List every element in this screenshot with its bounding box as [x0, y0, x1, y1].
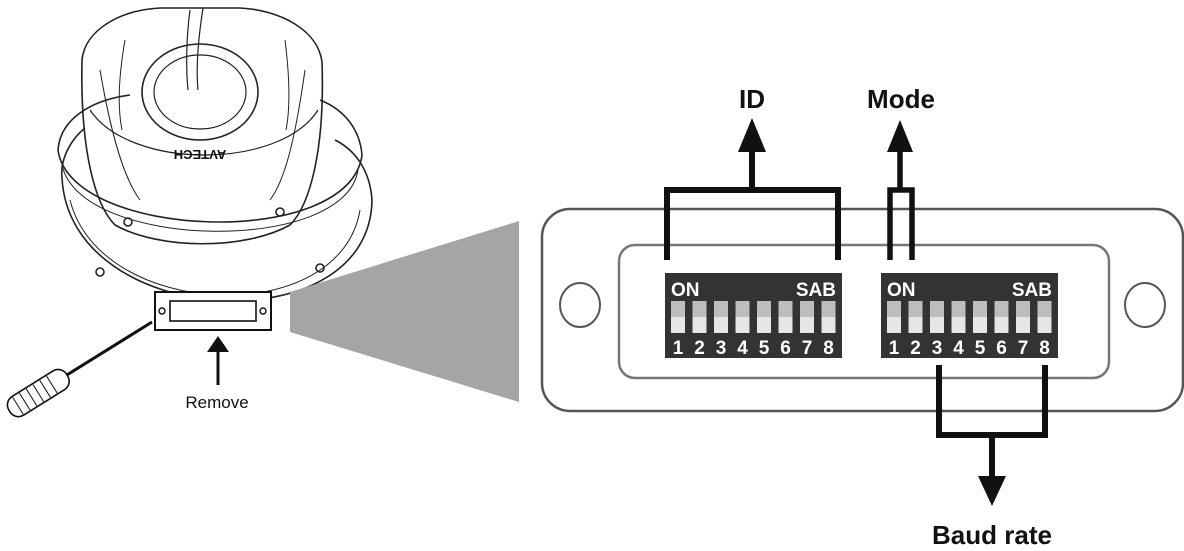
bank-2-side-label: SAB [1012, 280, 1052, 301]
id-arrow-icon [738, 118, 766, 152]
baud-rate-bracket [936, 365, 1048, 478]
switch-number-label: 7 [1018, 338, 1029, 359]
switch-number-label: 3 [716, 338, 727, 359]
bank-1-on-label: ON [671, 280, 700, 301]
switch-number-label: 6 [996, 338, 1007, 359]
dip-switch-lever [671, 317, 685, 333]
bank-1-side-label: SAB [796, 280, 836, 301]
dip-switch-lever [908, 317, 923, 333]
screwdriver-icon [6, 320, 153, 418]
switch-number-label: 5 [975, 338, 986, 359]
mode-label: Mode [867, 84, 935, 114]
dip-switch-lever [1037, 317, 1052, 333]
id-label: ID [739, 84, 765, 114]
bank-1-switch-slots [671, 301, 836, 333]
dip-switch-lever [692, 317, 707, 333]
remove-arrow-icon [207, 336, 229, 385]
switch-number-label: 1 [889, 338, 900, 359]
plate-mount-hole-right [1124, 282, 1166, 328]
zoom-callout-wedge [290, 221, 519, 402]
dip-switch-lever [994, 317, 1009, 333]
switch-number-label: 4 [953, 338, 964, 359]
mode-bracket [887, 150, 915, 260]
switch-number-label: 8 [823, 338, 834, 359]
dip-switch-lever [778, 317, 793, 333]
dip-switch-lever [757, 317, 771, 333]
switch-number-label: 4 [737, 338, 748, 359]
switch-number-label: 5 [759, 338, 770, 359]
mode-arrow-icon [887, 120, 913, 152]
switch-number-label: 1 [673, 338, 684, 359]
switch-number-label: 6 [780, 338, 791, 359]
dome-camera-illustration [57, 7, 373, 302]
dip-switch-lever [951, 317, 966, 333]
bank-2-on-label: ON [887, 280, 916, 301]
switch-number-label: 3 [932, 338, 943, 359]
switch-number-label: 2 [910, 338, 921, 359]
plate-mount-hole-left [559, 282, 601, 328]
camera-connector-cover [154, 291, 272, 331]
dip-switch-lever [735, 317, 750, 333]
id-bracket [664, 150, 841, 260]
dip-switch-lever [887, 317, 901, 333]
dip-switch-lever [1016, 317, 1030, 333]
dip-switch-lever [800, 317, 814, 333]
dip-switch-lever [821, 317, 836, 333]
dip-switch-lever [714, 317, 728, 333]
switch-number-label: 8 [1039, 338, 1050, 359]
dip-switch-lever [973, 317, 987, 333]
dip-switch-lever [930, 317, 944, 333]
baud-rate-arrow-icon [978, 476, 1006, 506]
camera-brand-text: AVTECH [174, 147, 226, 162]
switch-number-label: 2 [694, 338, 705, 359]
remove-label: Remove [185, 393, 248, 412]
bank-2-switch-slots [887, 301, 1052, 333]
switch-number-label: 7 [802, 338, 813, 359]
baud-rate-label: Baud rate [932, 520, 1052, 550]
